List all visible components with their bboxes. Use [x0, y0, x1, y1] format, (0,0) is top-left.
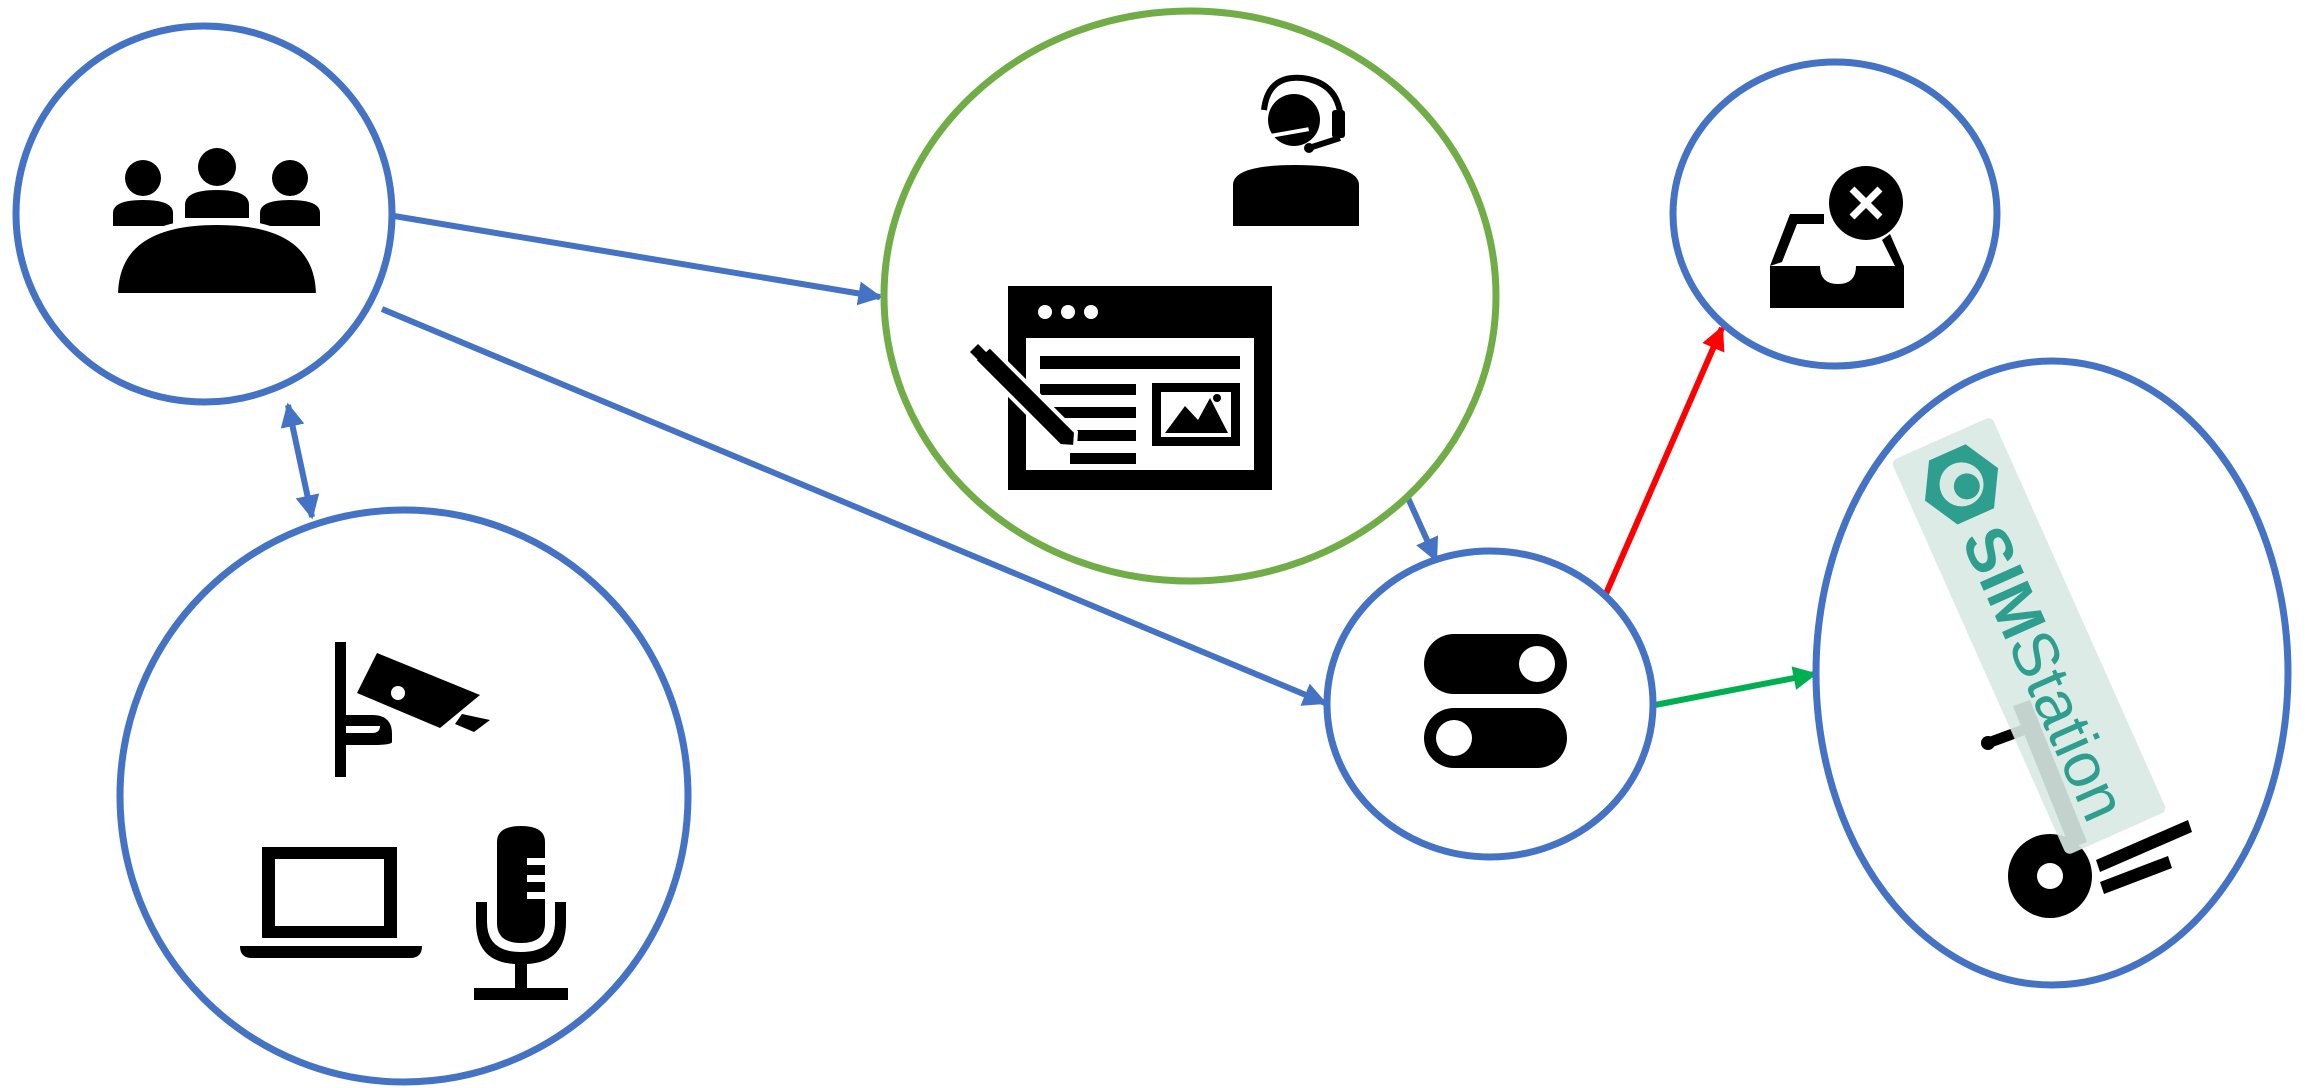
edge-participants-to-workspace: [393, 213, 883, 306]
web-form-edit-icon: [970, 286, 1272, 490]
simstation-logo: SIMStation: [1892, 418, 2166, 854]
node-simstation: SIMStation: [1812, 357, 2292, 989]
inbox-reject-icon: [1770, 166, 1904, 308]
node-participants: [12, 22, 396, 406]
edge-workspace-to-switch: [1405, 496, 1439, 563]
edge-participants-to-switch: [380, 306, 1328, 706]
headset-operator-icon: [1233, 74, 1359, 226]
node-recording-devices: [116, 506, 692, 1086]
edge-switch-to-simstation: [1654, 666, 1818, 708]
simstation-logo-mark: [1925, 444, 1999, 525]
node-rejected: [1669, 58, 2001, 370]
microphone-icon: [474, 826, 568, 1000]
laptop-icon: [240, 847, 422, 958]
dolly-cart-icon: [1981, 700, 2192, 918]
edge-switch-to-rejected: [1602, 325, 1725, 598]
toggle-switches-icon: [1424, 634, 1567, 768]
group-people-icon: [111, 148, 323, 299]
edge-participants-recording-bidirectional: [280, 402, 320, 520]
node-facilitator-workspace: [880, 7, 1500, 585]
security-camera-icon: [335, 642, 490, 777]
node-decision-switch: [1323, 547, 1657, 861]
